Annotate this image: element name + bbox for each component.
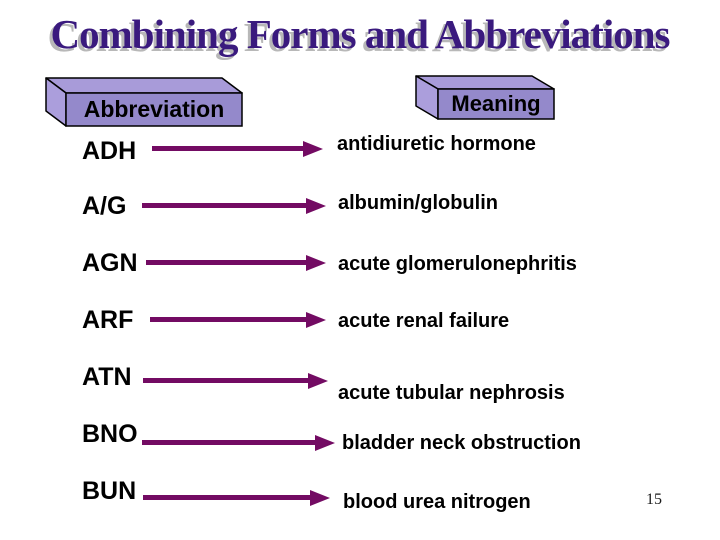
page-number: 15	[646, 491, 662, 508]
meaning-header-cube: Meaning	[415, 73, 557, 121]
abbreviation-text: BNO	[82, 420, 138, 448]
abbreviation-text: AGN	[82, 249, 138, 277]
abbreviation-text: BUN	[82, 477, 137, 505]
abbreviation-text: ADH	[82, 137, 137, 165]
slide-title: Combining Forms and Abbreviations	[50, 11, 671, 57]
meaning-text: antidiuretic hormone	[337, 133, 536, 155]
right-arrow-icon	[152, 141, 323, 157]
right-arrow-icon	[142, 435, 335, 451]
meaning-text: blood urea nitrogen	[343, 491, 531, 513]
abbreviation-text: ATN	[82, 363, 132, 391]
meaning-text: acute tubular nephrosis	[338, 382, 565, 404]
right-arrow-icon	[143, 490, 330, 506]
meaning-text: acute renal failure	[338, 310, 510, 332]
right-arrow-icon	[142, 198, 326, 214]
right-arrow-icon	[150, 312, 326, 328]
meaning-text: albumin/globulin	[338, 192, 498, 214]
cube-3d-shape-icon	[45, 77, 243, 127]
meaning-header-label: Meaning	[451, 91, 541, 116]
abbreviation-text: A/G	[82, 192, 127, 220]
right-arrow-icon	[146, 255, 326, 271]
abbreviation-header-cube: Abbreviation	[45, 75, 245, 128]
meaning-text: bladder neck obstruction	[342, 432, 581, 454]
abbreviation-header-label: Abbreviation	[83, 96, 225, 122]
right-arrow-icon	[143, 373, 328, 389]
abbreviation-text: ARF	[82, 306, 134, 334]
meaning-text: acute glomerulonephritis	[338, 253, 577, 275]
cube-3d-shape-icon	[415, 75, 555, 120]
